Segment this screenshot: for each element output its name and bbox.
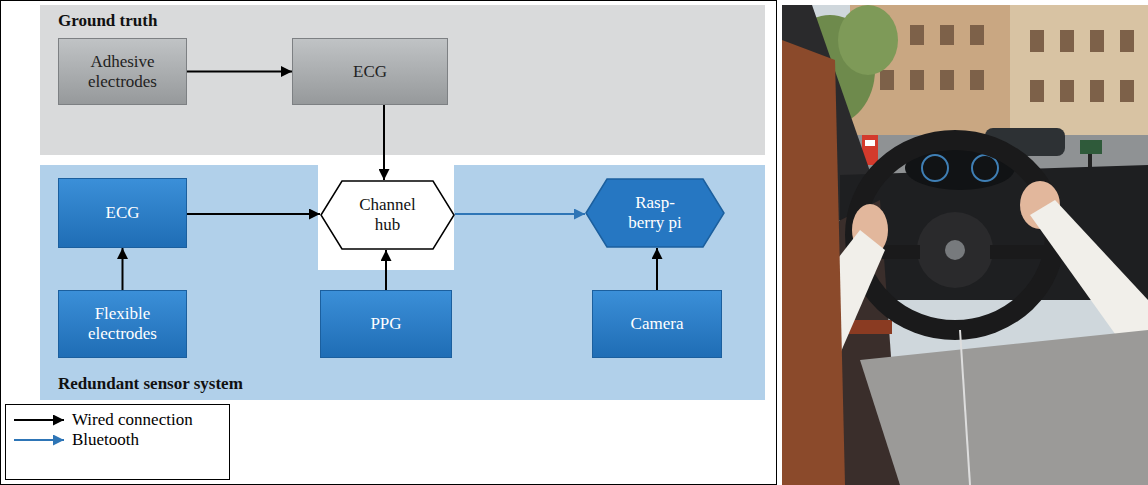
sensor-box: Camera [592,290,722,358]
node-label: Rasp- berry pi [619,193,691,232]
node-label: ECG [106,203,140,223]
device-box: ECG [58,178,187,248]
connector-arrow [656,248,658,290]
connector-arrow [122,248,124,290]
panel-border [1,1,777,485]
group-title: Ground truth [58,11,157,31]
car-photo [782,5,1148,485]
node-label: Adhesive electrodes [66,52,179,91]
connector-arrow [385,250,387,290]
legend-box: Wired connectionBluetooth [5,404,230,480]
node-label: ECG [353,62,387,82]
hexagon-outline [321,181,454,249]
group-title: Redundant sensor system [58,374,243,394]
legend-label: Bluetooth [72,430,139,450]
sensor-box: Adhesive electrodes [58,38,187,105]
legend-entry: Bluetooth [12,430,223,450]
legend-line-sample [12,413,66,427]
computer-hexagon: Rasp- berry pi [585,178,725,248]
sensor-box: PPG [320,290,452,358]
legend-entry: Wired connection [12,410,223,430]
sensor-box: Flexible electrodes [58,290,187,358]
connector-arrow [187,71,292,73]
node-label: Camera [631,314,684,334]
connector-arrow [187,213,320,215]
device-box: ECG [292,38,448,105]
hexagon-outline [586,179,724,247]
node-label: Flexible electrodes [66,304,179,343]
connector-arrow [455,213,585,215]
legend-label: Wired connection [72,410,193,430]
hub-hexagon: Channel hub [320,180,455,250]
node-label: PPG [370,314,401,334]
ground-truth-band: Ground truthAdhesive electrodes ECG [40,5,765,155]
connector-arrow [383,105,385,180]
legend-arrow [14,439,64,441]
legend-arrow [14,419,64,421]
legend-line-sample [12,433,66,447]
node-label: Channel hub [352,195,424,234]
